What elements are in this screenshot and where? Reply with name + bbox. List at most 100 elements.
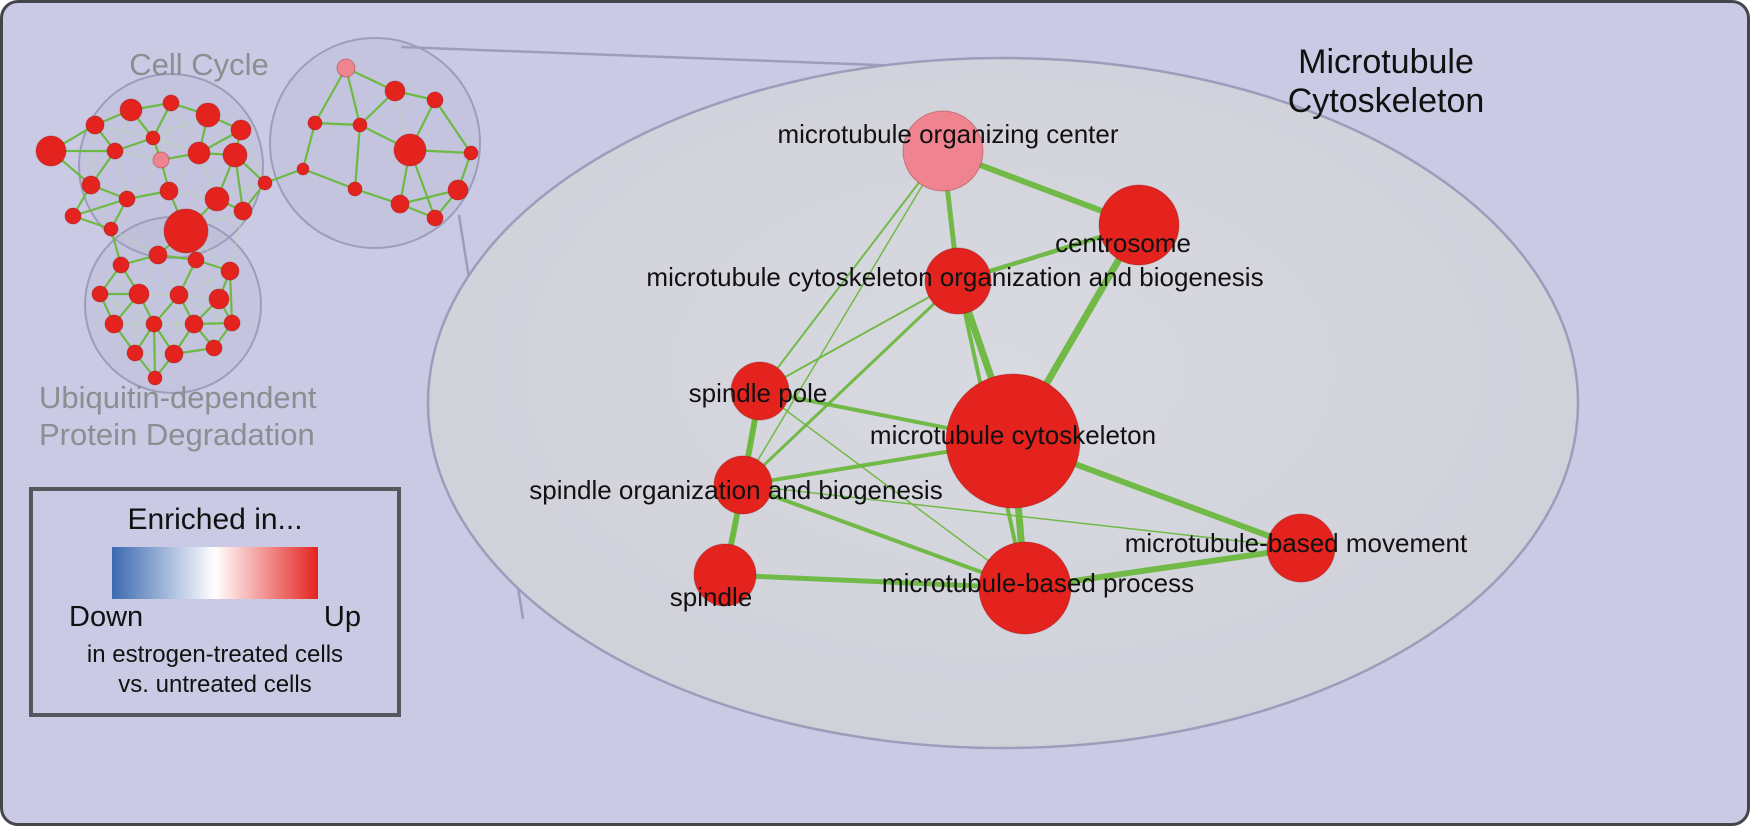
overview-node — [257, 175, 273, 191]
edge-spindle_pole-mbp — [759, 390, 1026, 589]
overview-node — [187, 141, 211, 165]
overview-node — [112, 256, 130, 274]
overview-edge — [314, 67, 347, 124]
overview-edge — [301, 122, 317, 170]
edge-spindle_org-mbp — [741, 483, 1027, 590]
overview-node — [147, 370, 163, 386]
overview-node — [119, 98, 143, 122]
overview-node — [169, 285, 189, 305]
node-spindle — [693, 543, 757, 607]
legend-up-label: Up — [323, 601, 361, 633]
node-label-mbm: microtubule-based movement — [1125, 528, 1468, 558]
edge-moc-spindle_org — [742, 150, 944, 486]
overview-node — [184, 314, 204, 334]
overview-node — [85, 115, 105, 135]
overview-node — [447, 179, 469, 201]
overview-node — [103, 221, 119, 237]
overview-node — [148, 245, 168, 265]
overview-node — [164, 344, 184, 364]
node-centrosome — [1098, 184, 1180, 266]
overview-node — [91, 285, 109, 303]
overview-edge — [302, 167, 356, 191]
magnifier-line — [400, 45, 932, 69]
node-label-centrosome: centrosome — [1055, 228, 1191, 258]
overview-node — [352, 117, 368, 133]
overview-node — [223, 314, 241, 332]
overview-node — [208, 288, 230, 310]
overview-node — [64, 207, 82, 225]
node-label-mtco: microtubule cytoskeleton organization an… — [646, 262, 1263, 292]
overview-node — [393, 133, 427, 167]
overview-node — [204, 186, 230, 212]
overview-node — [233, 201, 253, 221]
overview-node — [187, 251, 205, 269]
overview-node — [159, 181, 179, 201]
edge-spindle-mbp — [722, 572, 1028, 591]
overview-node — [195, 102, 221, 128]
node-mbp — [978, 541, 1072, 635]
node-label-spindle: spindle — [670, 582, 752, 612]
overview-node — [347, 181, 363, 197]
overview-edge — [160, 102, 172, 161]
overview-node — [307, 115, 323, 131]
overview-node — [145, 130, 161, 146]
overview-edge — [114, 150, 128, 200]
overview-edge — [152, 323, 157, 379]
overview-node — [152, 151, 170, 169]
legend-endpoint-labels: Down Up — [69, 601, 361, 634]
overview-node — [145, 315, 163, 333]
node-label-mtc: microtubule cytoskeleton — [870, 420, 1156, 450]
node-moc — [902, 110, 984, 192]
network-svg: microtubule organizing center centrosome m… — [35, 37, 1580, 750]
cluster-outline-microtubule — [269, 37, 481, 249]
edge-mtco-spindle_pole — [759, 280, 959, 392]
overview-node — [463, 145, 479, 161]
node-label-moc: microtubule organizing center — [777, 119, 1118, 149]
node-mtco — [924, 247, 992, 315]
overview-edge — [126, 159, 162, 200]
node-label-spindle_org: spindle organization and biogenesis — [529, 475, 942, 505]
overview-edge — [434, 99, 472, 154]
overview-edge — [229, 210, 244, 272]
overview-node — [128, 283, 150, 305]
overview-node — [390, 194, 410, 214]
edge-mbp-mbm — [1022, 545, 1304, 591]
overview-edge — [314, 121, 361, 127]
overview-node — [220, 261, 240, 281]
overview-node — [106, 142, 124, 160]
overview-node — [81, 175, 101, 195]
overview-node — [118, 190, 136, 208]
legend-subtitle-line1: in estrogen-treated cells — [86, 641, 344, 668]
overview-node — [384, 80, 406, 102]
edge-moc-spindle_pole — [759, 150, 944, 392]
node-mtc — [945, 373, 1081, 509]
overview-edge — [178, 294, 233, 324]
overview-node — [230, 119, 252, 141]
overview-edge — [94, 124, 154, 139]
overview-edge — [353, 124, 362, 190]
legend-gradient-bar — [112, 547, 318, 599]
overview-node — [222, 142, 248, 168]
overview-node — [35, 135, 67, 167]
overview-node — [104, 314, 124, 334]
legend: Enriched in... Down Up in estrogen-treat… — [29, 487, 401, 717]
edge-mtco-spindle_org — [741, 279, 960, 487]
overview-edge — [344, 67, 362, 126]
overview-node — [162, 94, 180, 112]
overview-node — [296, 162, 310, 176]
overview-node — [205, 339, 223, 357]
node-mbm — [1266, 513, 1336, 583]
overview-node — [126, 344, 144, 362]
legend-down-label: Down — [69, 601, 144, 633]
legend-title: Enriched in... — [127, 503, 303, 536]
node-label-spindle_pole: spindle pole — [689, 378, 828, 408]
overview-edge — [72, 197, 128, 218]
node-spindle_org — [713, 455, 773, 515]
overview-edge — [90, 124, 96, 186]
overview-node — [426, 91, 444, 109]
overview-node — [426, 209, 444, 227]
legend-subtitle-line2: vs. untreated cells — [118, 671, 312, 698]
overview-edge — [178, 270, 231, 296]
node-spindle_pole — [730, 361, 790, 421]
